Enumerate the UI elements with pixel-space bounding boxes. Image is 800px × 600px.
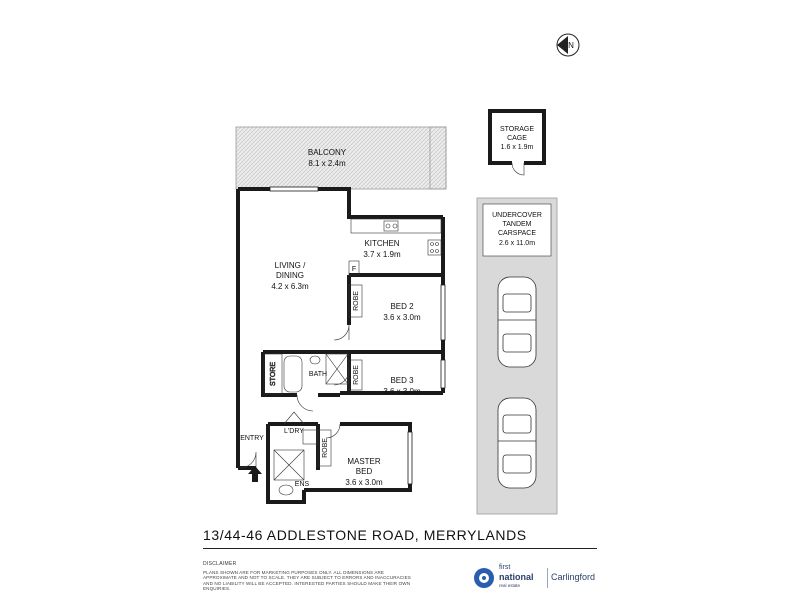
balcony-area: BALCONY 8.1 x 2.4m <box>235 126 447 190</box>
fridge-label: F <box>352 266 356 273</box>
north-arrow-icon: N <box>556 33 580 57</box>
kitchen-size: 3.7 x 1.9m <box>363 250 401 259</box>
store-label: STORE <box>270 362 277 386</box>
bed2-name: BED 2 <box>390 302 414 311</box>
master-size: 3.6 x 3.0m <box>345 478 383 487</box>
bed3-robe: ROBE <box>348 359 363 391</box>
car-icon <box>497 397 537 489</box>
carspace-line3: CARSPACE <box>498 230 536 237</box>
agency-brand: first national real estate Carlingford <box>474 564 604 594</box>
bed2-robe-label: ROBE <box>353 291 360 311</box>
entry-label: ENTRY <box>240 435 264 442</box>
master-robe-label: ROBE <box>322 438 329 458</box>
storage-size: 1.6 x 1.9m <box>501 144 534 151</box>
entry-arrow-icon <box>248 466 262 482</box>
brand-office: Carlingford <box>551 572 596 582</box>
storage-line1: STORAGE <box>500 126 534 133</box>
bed3-name: BED 3 <box>390 376 414 385</box>
door-swings <box>239 324 350 469</box>
ensuite-label: ENS <box>295 481 310 488</box>
brand-sub: real estate <box>499 583 521 588</box>
first-national-logo-icon <box>474 568 494 588</box>
property-address: 13/44-46 ADDLESTONE ROAD, MERRYLANDS <box>203 527 527 543</box>
carspace: UNDERCOVER TANDEM CARSPACE 2.6 x 11.0m <box>476 197 558 515</box>
disclaimer-text: PLANS SHOWN ARE FOR MARKETING PURPOSES O… <box>203 570 411 592</box>
carspace-line2: TANDEM <box>502 221 531 228</box>
storage-cage: STORAGE CAGE 1.6 x 1.9m <box>488 109 546 176</box>
bed2-size: 3.6 x 3.0m <box>383 313 421 322</box>
balcony-name: BALCONY <box>308 148 347 157</box>
balcony-size: 8.1 x 2.4m <box>308 159 346 168</box>
laundry-label: L'DRY <box>284 428 304 435</box>
master-name-1: MASTER <box>347 457 381 466</box>
master-name-2: BED <box>356 467 373 476</box>
bath-label: BATH <box>309 371 327 378</box>
kitchen-name: KITCHEN <box>364 239 399 248</box>
bed3-size: 3.6 x 3.0m <box>383 387 421 396</box>
brand-divider <box>547 568 548 588</box>
carspace-line1: UNDERCOVER <box>492 212 542 219</box>
divider <box>203 548 597 549</box>
bath-fixtures: STORE <box>263 353 349 395</box>
kitchen-fixtures <box>348 218 442 276</box>
disclaimer-title: DISCLAIMER <box>203 561 237 567</box>
carspace-size: 2.6 x 11.0m <box>499 240 535 247</box>
windows <box>269 186 446 485</box>
bed2-robe: ROBE <box>348 284 363 318</box>
laundry-ensuite <box>273 411 332 496</box>
brand-first: first <box>499 564 511 571</box>
storage-line2: CAGE <box>507 135 527 142</box>
brand-national: national <box>499 572 534 582</box>
bed3-robe-label: ROBE <box>353 365 360 385</box>
living-name-1: LIVING / <box>275 261 306 270</box>
car-icon <box>497 276 537 368</box>
living-size: 4.2 x 6.3m <box>271 282 309 291</box>
north-label: N <box>568 41 574 50</box>
living-name-2: DINING <box>276 271 304 280</box>
